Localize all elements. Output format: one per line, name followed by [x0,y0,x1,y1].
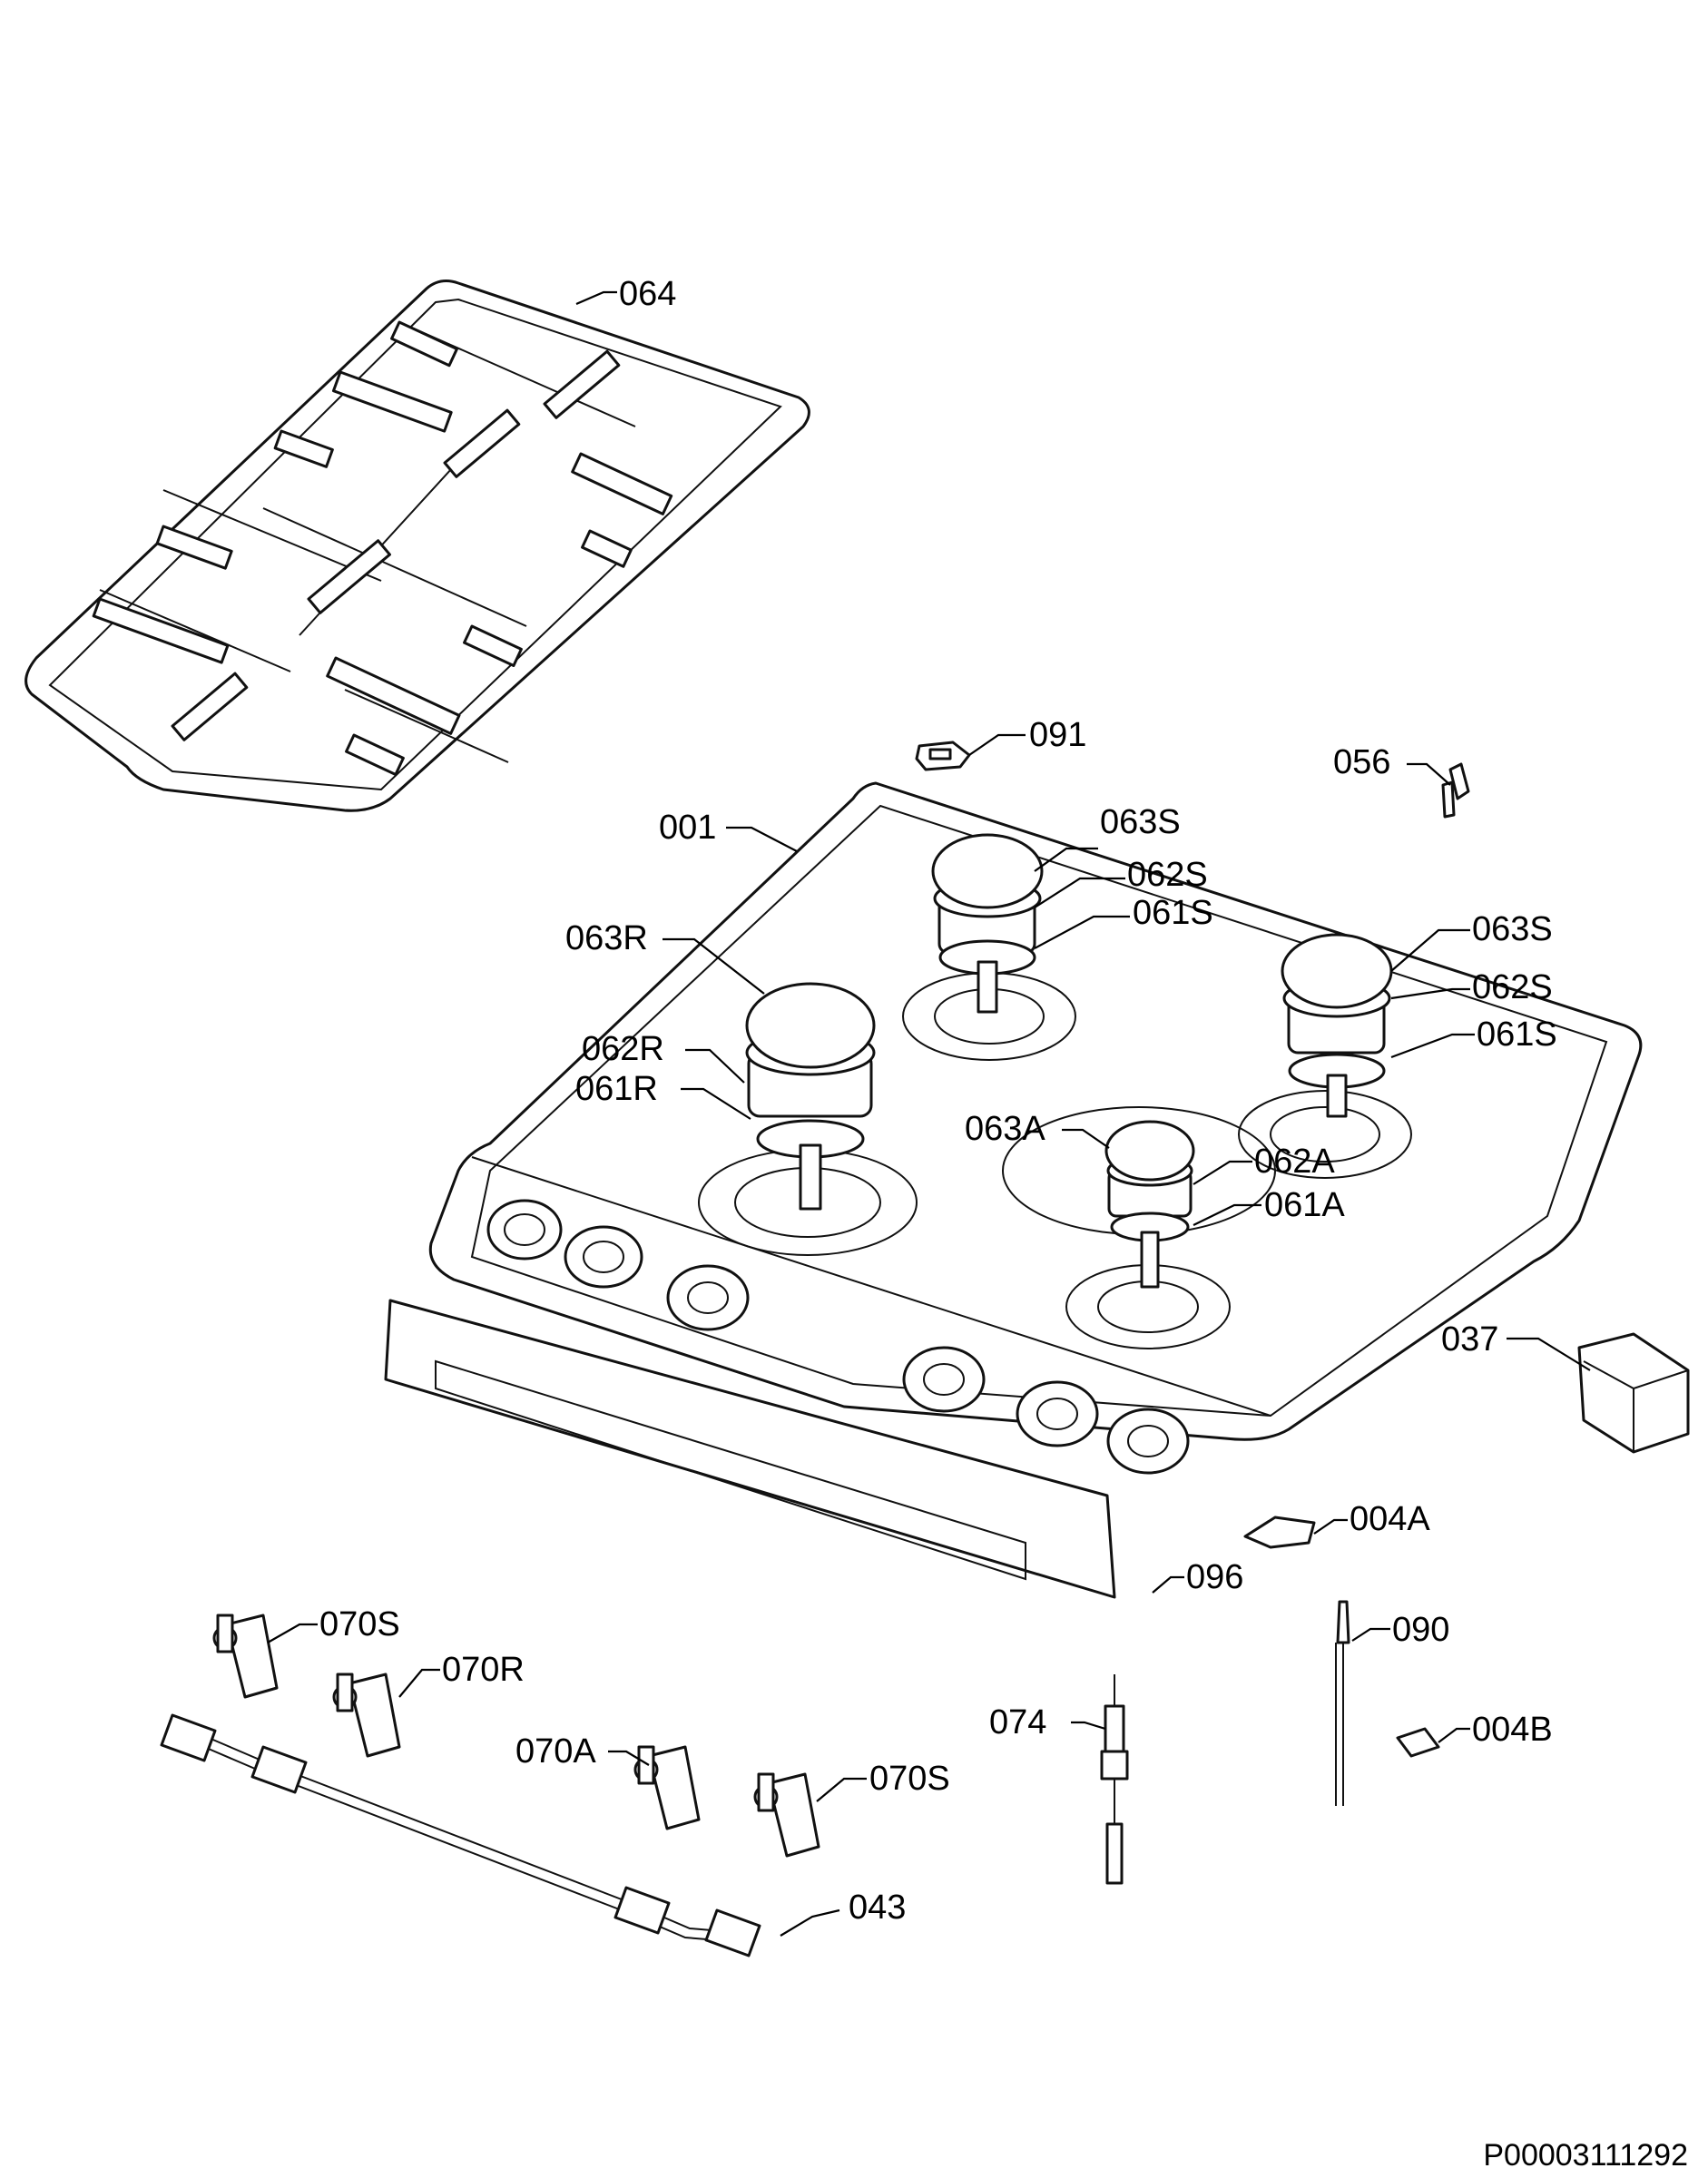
connector-056 [1441,762,1470,819]
burner-auxiliary [1104,1120,1195,1289]
label-004a: 004A [1350,1500,1430,1538]
label-070a: 070A [515,1732,596,1771]
gas-tap-070s-left [212,1614,279,1699]
label-043: 043 [849,1889,906,1927]
clip-091 [915,741,971,771]
clip-004a [1243,1516,1316,1549]
label-062s-2: 062S [1472,968,1553,1006]
label-062s-1: 062S [1127,856,1208,894]
label-091: 091 [1029,716,1086,754]
label-070r: 070R [442,1651,525,1689]
ignition-harness [160,1713,761,1957]
callout-labels: 064 091 056 001 063S 062S 061S 063R 063S… [319,275,1557,1927]
gas-tap-070s-right [753,1772,820,1858]
label-061r: 061R [575,1070,658,1108]
leader-lines [267,290,1591,1937]
burner-semi-rapid-rear-left [931,833,1044,1014]
label-061s-1: 061S [1133,894,1213,932]
label-070s-1: 070S [319,1605,400,1643]
thermocouple-090 [1335,1600,1350,1806]
burner-semi-rapid-rear-right [1281,933,1393,1118]
label-061s-2: 061S [1477,1015,1557,1054]
knob-holes [486,1199,1190,1475]
label-063s-2: 063S [1472,910,1553,948]
label-074: 074 [989,1703,1046,1741]
reference-code: P00003111292 [1483,2138,1688,2173]
clip-004b [1396,1727,1440,1758]
label-037: 037 [1441,1320,1498,1359]
label-001: 001 [659,809,716,847]
gas-tap-070r [332,1673,401,1758]
label-063s-1: 063S [1100,803,1181,841]
gas-tap-070a [633,1745,701,1830]
label-061a: 061A [1264,1186,1345,1224]
label-004b: 004B [1472,1711,1553,1749]
label-064: 064 [619,275,676,313]
burner-rapid [745,982,876,1211]
label-062r: 062R [582,1030,664,1068]
ignition-unit [1577,1332,1690,1454]
label-056: 056 [1333,743,1390,781]
control-panel-strip [384,1299,1116,1599]
pan-support-grid [25,280,810,812]
spark-electrode-074 [1100,1674,1129,1885]
label-090: 090 [1392,1611,1449,1649]
label-063r: 063R [565,919,648,957]
label-063a: 063A [965,1110,1045,1148]
label-062a: 062A [1254,1143,1335,1181]
label-096: 096 [1186,1558,1243,1596]
label-070s-2: 070S [869,1760,950,1798]
